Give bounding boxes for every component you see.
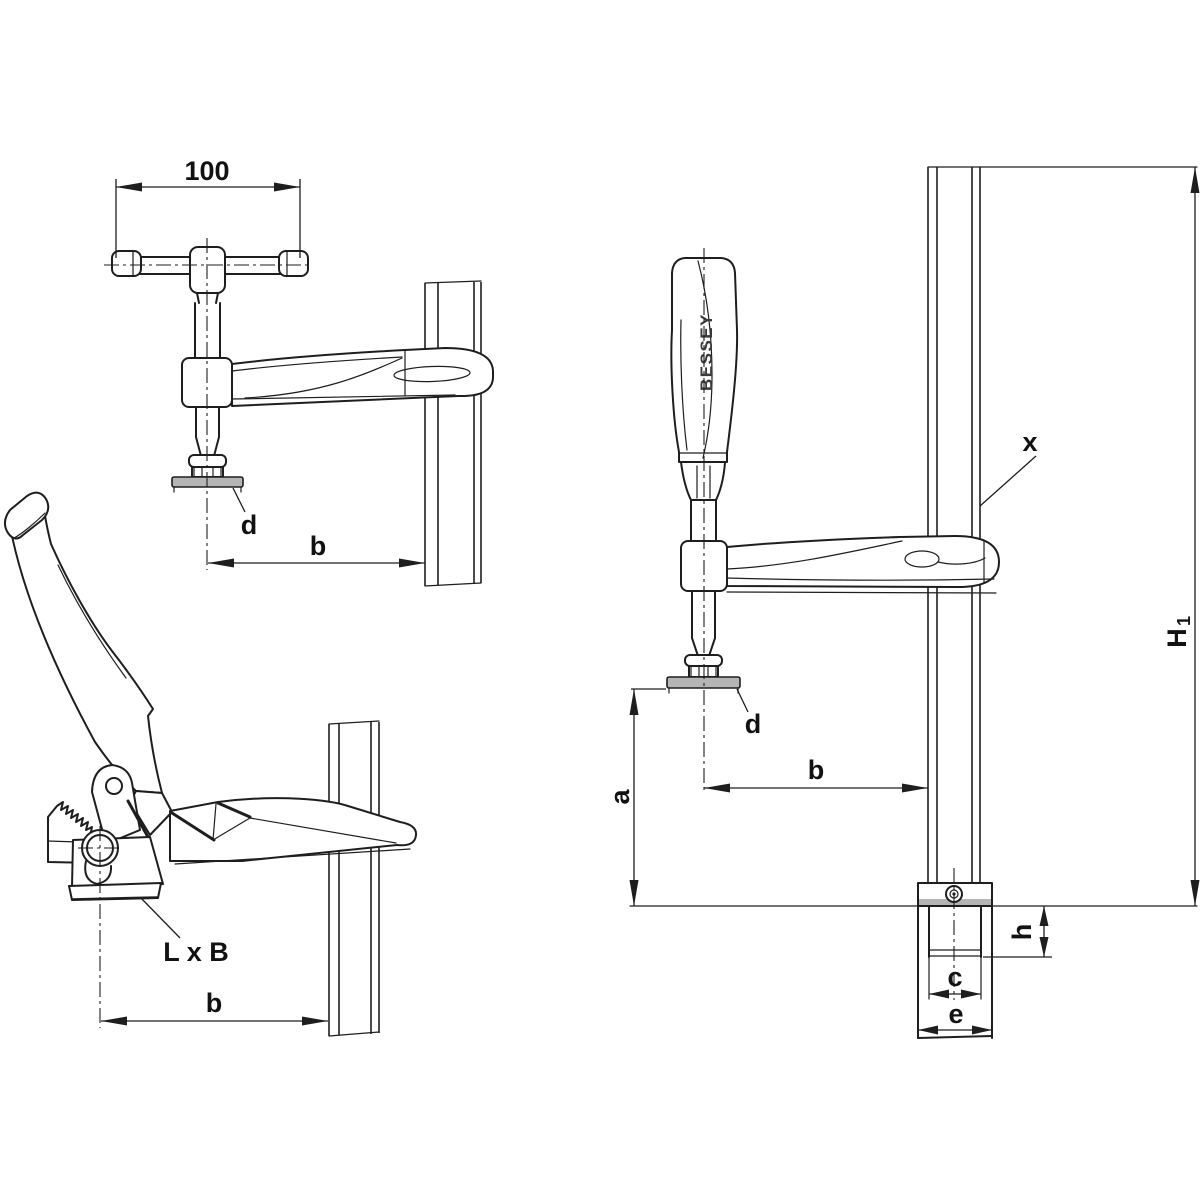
dimension-lxb: L x B [139, 896, 229, 967]
lever-knob [4, 491, 50, 540]
label-h1-sub: 1 [1174, 616, 1194, 626]
rail-lever [328, 720, 381, 1037]
dimension-b-lever: b [101, 988, 328, 1026]
sliding-arm [231, 347, 494, 407]
dimension-c: c [929, 962, 981, 999]
pivot-bracket [91, 764, 150, 845]
lever-arm [169, 797, 418, 865]
cam-lobe [84, 860, 113, 885]
dimension-d-top: d [232, 487, 258, 540]
dimension-d-main: d [736, 688, 762, 739]
dimension-h1: H 1 [1162, 167, 1200, 906]
t-handle [111, 246, 309, 294]
main-arm [726, 535, 1000, 594]
foot-plate [68, 882, 162, 901]
brand-text: BESSEY [697, 313, 716, 391]
dimension-b-main: b [704, 755, 928, 793]
dim-label-d-top: d [241, 510, 258, 540]
rail [424, 280, 482, 587]
view-lever-clamp: L x B b [4, 491, 418, 1037]
dim-label-a: a [605, 789, 635, 805]
label-h1: H [1162, 628, 1192, 648]
label-x-group: x [979, 427, 1038, 507]
dim-label-b-lever: b [206, 988, 223, 1018]
dimension-e: e [918, 999, 992, 1035]
dim-label-b-top: b [310, 531, 327, 561]
view-main-clamp: BESSEY [605, 166, 1200, 1039]
dim-label-c: c [947, 962, 962, 992]
view-spindle-clamp: 100 d b [104, 156, 494, 587]
label-x: x [1022, 427, 1037, 457]
dimension-b-top: b [208, 531, 425, 568]
dim-label-100: 100 [184, 156, 229, 186]
dim-label-b-main: b [808, 755, 825, 785]
foot-block [917, 868, 993, 1039]
dim-label-h: h [1007, 924, 1037, 941]
dim-label-e: e [948, 999, 963, 1029]
dimension-h: h [983, 906, 1052, 958]
handle-collet [680, 461, 726, 501]
rail-main [927, 166, 981, 884]
dimension-100: 100 [115, 156, 301, 258]
dimension-a: a [605, 688, 666, 906]
dim-label-d-main: d [745, 709, 762, 739]
lever-handle [4, 491, 163, 794]
dim-label-lxb: L x B [163, 937, 229, 967]
